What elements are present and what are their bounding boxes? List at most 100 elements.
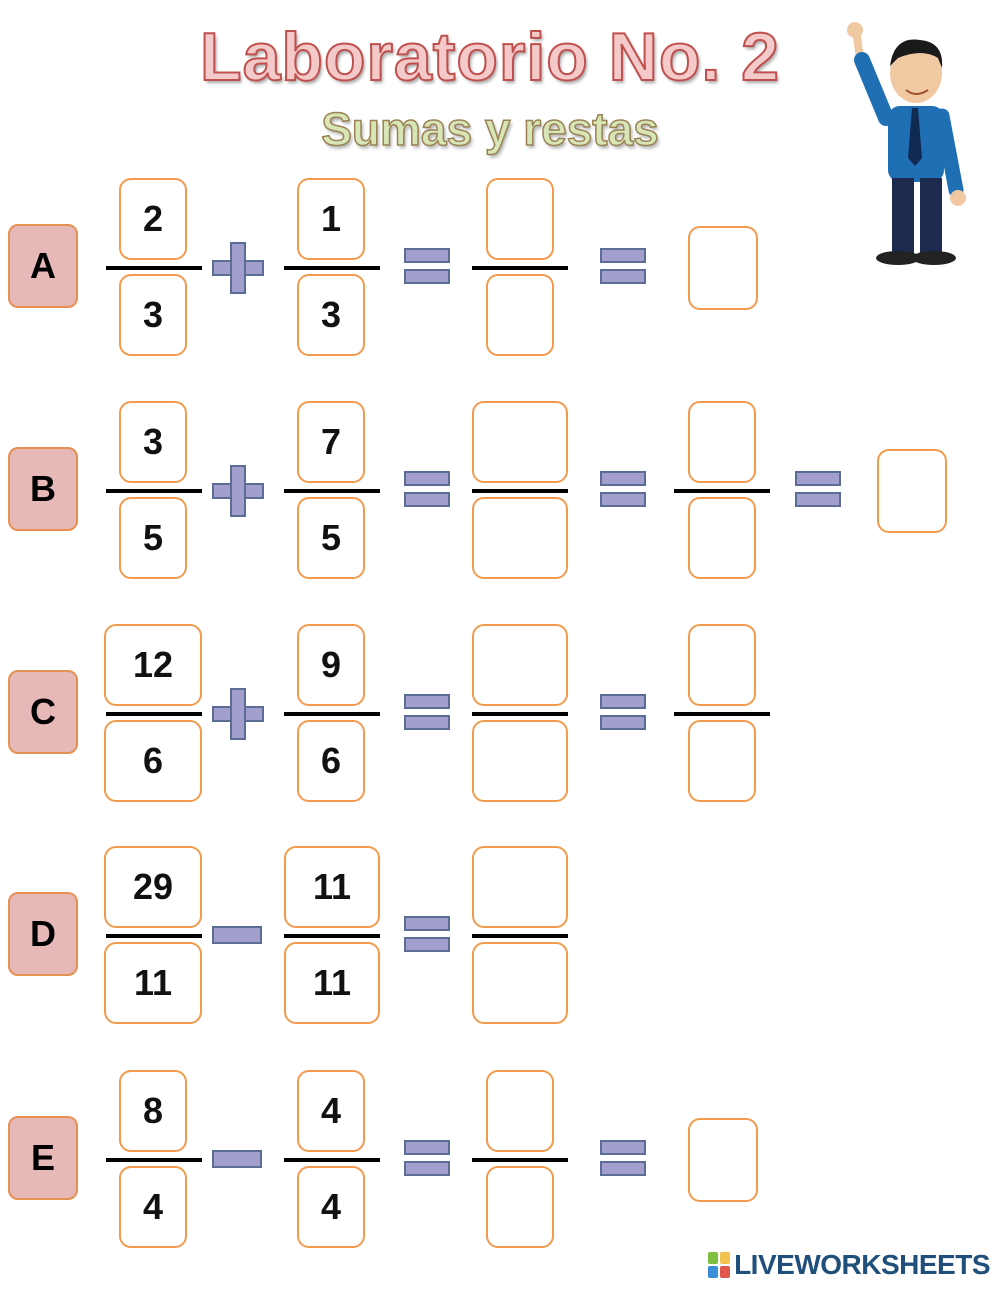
answer-denominator-box[interactable] (472, 942, 568, 1024)
answer-denominator-box[interactable] (486, 1166, 554, 1248)
fraction-bar (284, 934, 380, 938)
fraction-bar (674, 712, 770, 716)
equals-top-bar (404, 471, 450, 486)
plus-vertical (230, 688, 246, 740)
answer-numerator-box[interactable] (486, 178, 554, 260)
numerator: 1 (297, 178, 365, 260)
answer-numerator-box[interactable] (472, 846, 568, 928)
fraction-bar (284, 489, 380, 493)
denominator: 11 (284, 942, 380, 1024)
equals-bottom-bar (795, 492, 841, 507)
fraction-bar (106, 266, 202, 270)
denominator: 5 (119, 497, 187, 579)
denominator: 5 (297, 497, 365, 579)
fraction-bar (472, 712, 568, 716)
equals-bottom-bar (600, 492, 646, 507)
equals-top-bar (795, 471, 841, 486)
fraction-bar (472, 489, 568, 493)
denominator: 11 (104, 942, 202, 1024)
minus-sign (212, 926, 262, 944)
equals-sign (404, 1140, 450, 1178)
equals-sign (600, 1140, 646, 1178)
minus-sign (212, 1150, 262, 1168)
numerator: 29 (104, 846, 202, 928)
answer-denominator-box[interactable] (688, 720, 756, 802)
numerator: 8 (119, 1070, 187, 1152)
equals-bottom-bar (600, 715, 646, 730)
fraction-bar (284, 266, 380, 270)
fraction-bar (472, 266, 568, 270)
fraction-bar (674, 489, 770, 493)
plus-sign (212, 688, 264, 740)
fraction-bar (284, 712, 380, 716)
numerator: 7 (297, 401, 365, 483)
equals-bottom-bar (404, 269, 450, 284)
exercise-label-a: A (8, 224, 78, 308)
equals-bottom-bar (600, 269, 646, 284)
equals-sign (404, 694, 450, 732)
exercise-label-c: C (8, 670, 78, 754)
answer-numerator-box[interactable] (486, 1070, 554, 1152)
equals-bottom-bar (404, 715, 450, 730)
fraction-bar (106, 489, 202, 493)
equals-bottom-bar (404, 937, 450, 952)
fraction-bar (472, 1158, 568, 1162)
brand-text: LIVEWORKSHEETS (734, 1249, 990, 1280)
equals-bottom-bar (404, 1161, 450, 1176)
plus-vertical (230, 242, 246, 294)
plus-sign (212, 465, 264, 517)
equals-top-bar (600, 694, 646, 709)
equals-top-bar (404, 1140, 450, 1155)
equals-sign (404, 916, 450, 954)
answer-whole-box[interactable] (877, 449, 947, 533)
numerator: 3 (119, 401, 187, 483)
answer-denominator-box[interactable] (486, 274, 554, 356)
answer-numerator-box[interactable] (472, 401, 568, 483)
equals-top-bar (600, 1140, 646, 1155)
equals-bottom-bar (600, 1161, 646, 1176)
numerator: 4 (297, 1070, 365, 1152)
fraction-bar (106, 1158, 202, 1162)
answer-whole-box[interactable] (688, 226, 758, 310)
denominator: 3 (119, 274, 187, 356)
equals-top-bar (404, 248, 450, 263)
page-subtitle: Sumas y restas (320, 102, 659, 156)
plus-vertical (230, 465, 246, 517)
equals-sign (600, 248, 646, 286)
liveworksheets-logo: LIVEWORKSHEETS (708, 1249, 990, 1281)
exercise-label-b: B (8, 447, 78, 531)
equals-sign (404, 471, 450, 509)
answer-denominator-box[interactable] (472, 497, 568, 579)
answer-denominator-box[interactable] (472, 720, 568, 802)
equals-bottom-bar (404, 492, 450, 507)
fraction-bar (106, 712, 202, 716)
equals-sign (404, 248, 450, 286)
denominator: 3 (297, 274, 365, 356)
denominator: 4 (119, 1166, 187, 1248)
equals-top-bar (600, 248, 646, 263)
liveworksheets-icon (708, 1252, 731, 1278)
numerator: 11 (284, 846, 380, 928)
numerator: 2 (119, 178, 187, 260)
denominator: 6 (297, 720, 365, 802)
equals-top-bar (404, 694, 450, 709)
exercise-label-d: D (8, 892, 78, 976)
fraction-bar (106, 934, 202, 938)
answer-numerator-box[interactable] (688, 401, 756, 483)
fraction-bar (284, 1158, 380, 1162)
page-title: Laboratorio No. 2 (199, 18, 780, 96)
equals-sign (795, 471, 841, 509)
exercise-label-e: E (8, 1116, 78, 1200)
answer-whole-box[interactable] (688, 1118, 758, 1202)
teacher-avatar (847, 22, 966, 265)
equals-sign (600, 471, 646, 509)
answer-numerator-box[interactable] (472, 624, 568, 706)
fraction-bar (472, 934, 568, 938)
denominator: 4 (297, 1166, 365, 1248)
plus-sign (212, 242, 264, 294)
numerator: 12 (104, 624, 202, 706)
equals-top-bar (600, 471, 646, 486)
answer-numerator-box[interactable] (688, 624, 756, 706)
answer-denominator-box[interactable] (688, 497, 756, 579)
denominator: 6 (104, 720, 202, 802)
